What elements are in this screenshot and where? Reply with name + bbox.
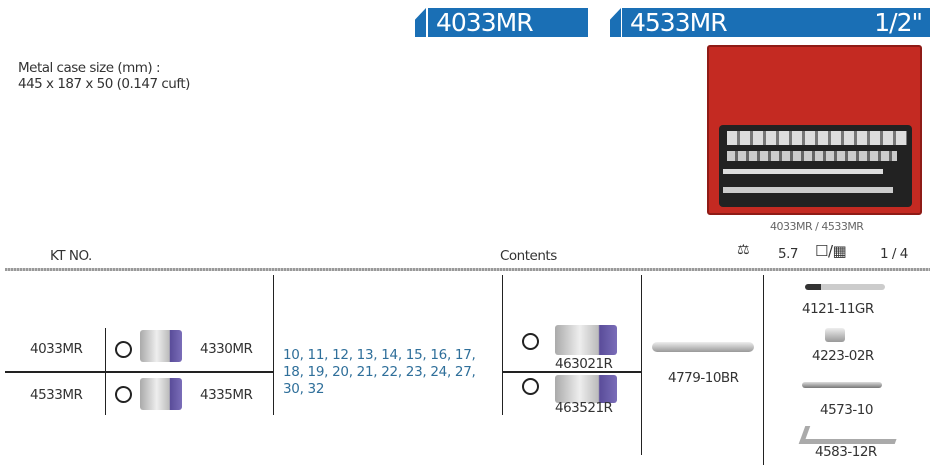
hex-profile-icon: [115, 386, 132, 403]
contents-header: Contents: [500, 248, 557, 264]
carton-value: 1 / 4: [880, 246, 908, 262]
spark-socket-code: 463521R: [555, 400, 613, 416]
column-divider: [273, 275, 274, 415]
kt-no-header: KT NO.: [50, 248, 92, 264]
drive-size: 1/2": [874, 8, 923, 37]
accessory-code: 4583-12R: [815, 444, 877, 460]
header-tab-marker: [415, 8, 426, 37]
socket-code: 4335MR: [200, 387, 253, 403]
column-divider: [763, 275, 764, 465]
tbar-image: [802, 382, 882, 388]
hex-profile-icon: [522, 333, 539, 350]
metal-case-image: [707, 45, 922, 215]
column-divider: [641, 275, 642, 455]
hex-key-image: [798, 426, 902, 444]
model-band-4533: 4533MR 1/2": [622, 8, 930, 37]
row-divider: [502, 371, 641, 373]
spark-socket-image: [555, 325, 617, 355]
socket-image: [140, 330, 182, 362]
weight-value: 5.7: [778, 246, 798, 262]
kt-no-4033: 4033MR: [30, 341, 83, 357]
header-tab-marker: [610, 8, 621, 37]
spark-socket-image: [555, 375, 617, 403]
column-divider: [502, 275, 503, 415]
kt-no-4533: 4533MR: [30, 387, 83, 403]
ratchet-code: 4779-10BR: [668, 370, 739, 386]
row-divider: [5, 371, 273, 373]
scale-kg-icon: ⚖: [737, 242, 750, 258]
socket-image: [140, 378, 182, 410]
hex-profile-icon: [115, 341, 132, 358]
adaptor-image: [825, 328, 845, 342]
image-caption: 4033MR / 4533MR: [770, 220, 864, 233]
box-icon: ☐/▦: [815, 242, 847, 260]
accessory-code: 4573-10: [820, 402, 873, 418]
model-b-label: 4533MR: [630, 8, 728, 37]
accessory-code: 4121-11GR: [802, 301, 874, 317]
ratchet-image: [652, 342, 754, 352]
model-band-4033: 4033MR: [428, 8, 588, 37]
case-size-value: 445 x 187 x 50 (0.147 cuft): [18, 76, 190, 92]
socket-code: 4330MR: [200, 341, 253, 357]
accessory-code: 4223-02R: [812, 348, 874, 364]
extension-bar-image: [805, 284, 885, 290]
spark-socket-code: 463021R: [555, 356, 613, 372]
hex-profile-icon: [522, 378, 539, 395]
header-divider: [5, 268, 930, 271]
case-size-label: Metal case size (mm) :: [18, 60, 161, 76]
socket-sizes: 10, 11, 12, 13, 14, 15, 16, 17, 18, 19, …: [283, 347, 476, 397]
